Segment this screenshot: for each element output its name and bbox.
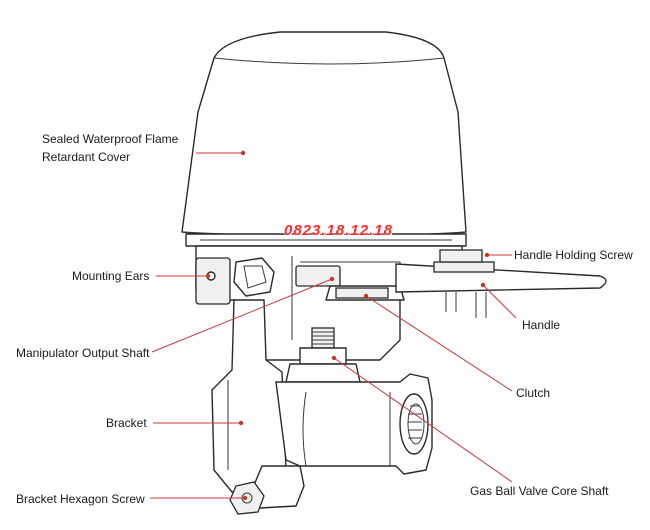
leader-dot-handle-holding-screw (484, 252, 490, 258)
label-cover: Sealed Waterproof Flame Retardant Cover (42, 130, 178, 166)
leader-dot-manipulator-shaft (329, 276, 335, 282)
leader-dot-cover (240, 150, 246, 156)
leader-core-shaft (333, 357, 513, 483)
label-handle-holding-screw: Handle Holding Screw (514, 248, 633, 262)
actuator-cover (181, 31, 467, 247)
label-core-shaft: Gas Ball Valve Core Shaft (470, 484, 609, 498)
leader-dot-bracket (238, 420, 244, 426)
leader-dot-bracket-hex-screw (242, 495, 248, 501)
label-clutch: Clutch (516, 386, 551, 400)
label-cover-line2: Retardant Cover (42, 150, 131, 164)
label-handle: Handle (522, 318, 561, 332)
handle-assembly (395, 249, 607, 318)
label-manipulator-shaft: Manipulator Output Shaft (16, 346, 150, 360)
leader-manipulator-shaft (151, 278, 333, 353)
label-bracket: Bracket (106, 416, 147, 430)
leader-dot-core-shaft (331, 355, 337, 361)
leader-lines (150, 150, 517, 501)
leader-dot-mounting-ears (205, 273, 211, 279)
watermark: 0823.18.12.18 (284, 222, 393, 239)
label-bracket-hex-screw: Bracket Hexagon Screw (16, 492, 145, 506)
leader-clutch (365, 295, 513, 392)
leader-dot-handle (480, 282, 486, 288)
leader-handle (482, 284, 517, 319)
leader-dot-clutch (363, 293, 369, 299)
label-mounting-ears: Mounting Ears (72, 269, 150, 283)
label-cover-line1: Sealed Waterproof Flame (42, 132, 179, 146)
